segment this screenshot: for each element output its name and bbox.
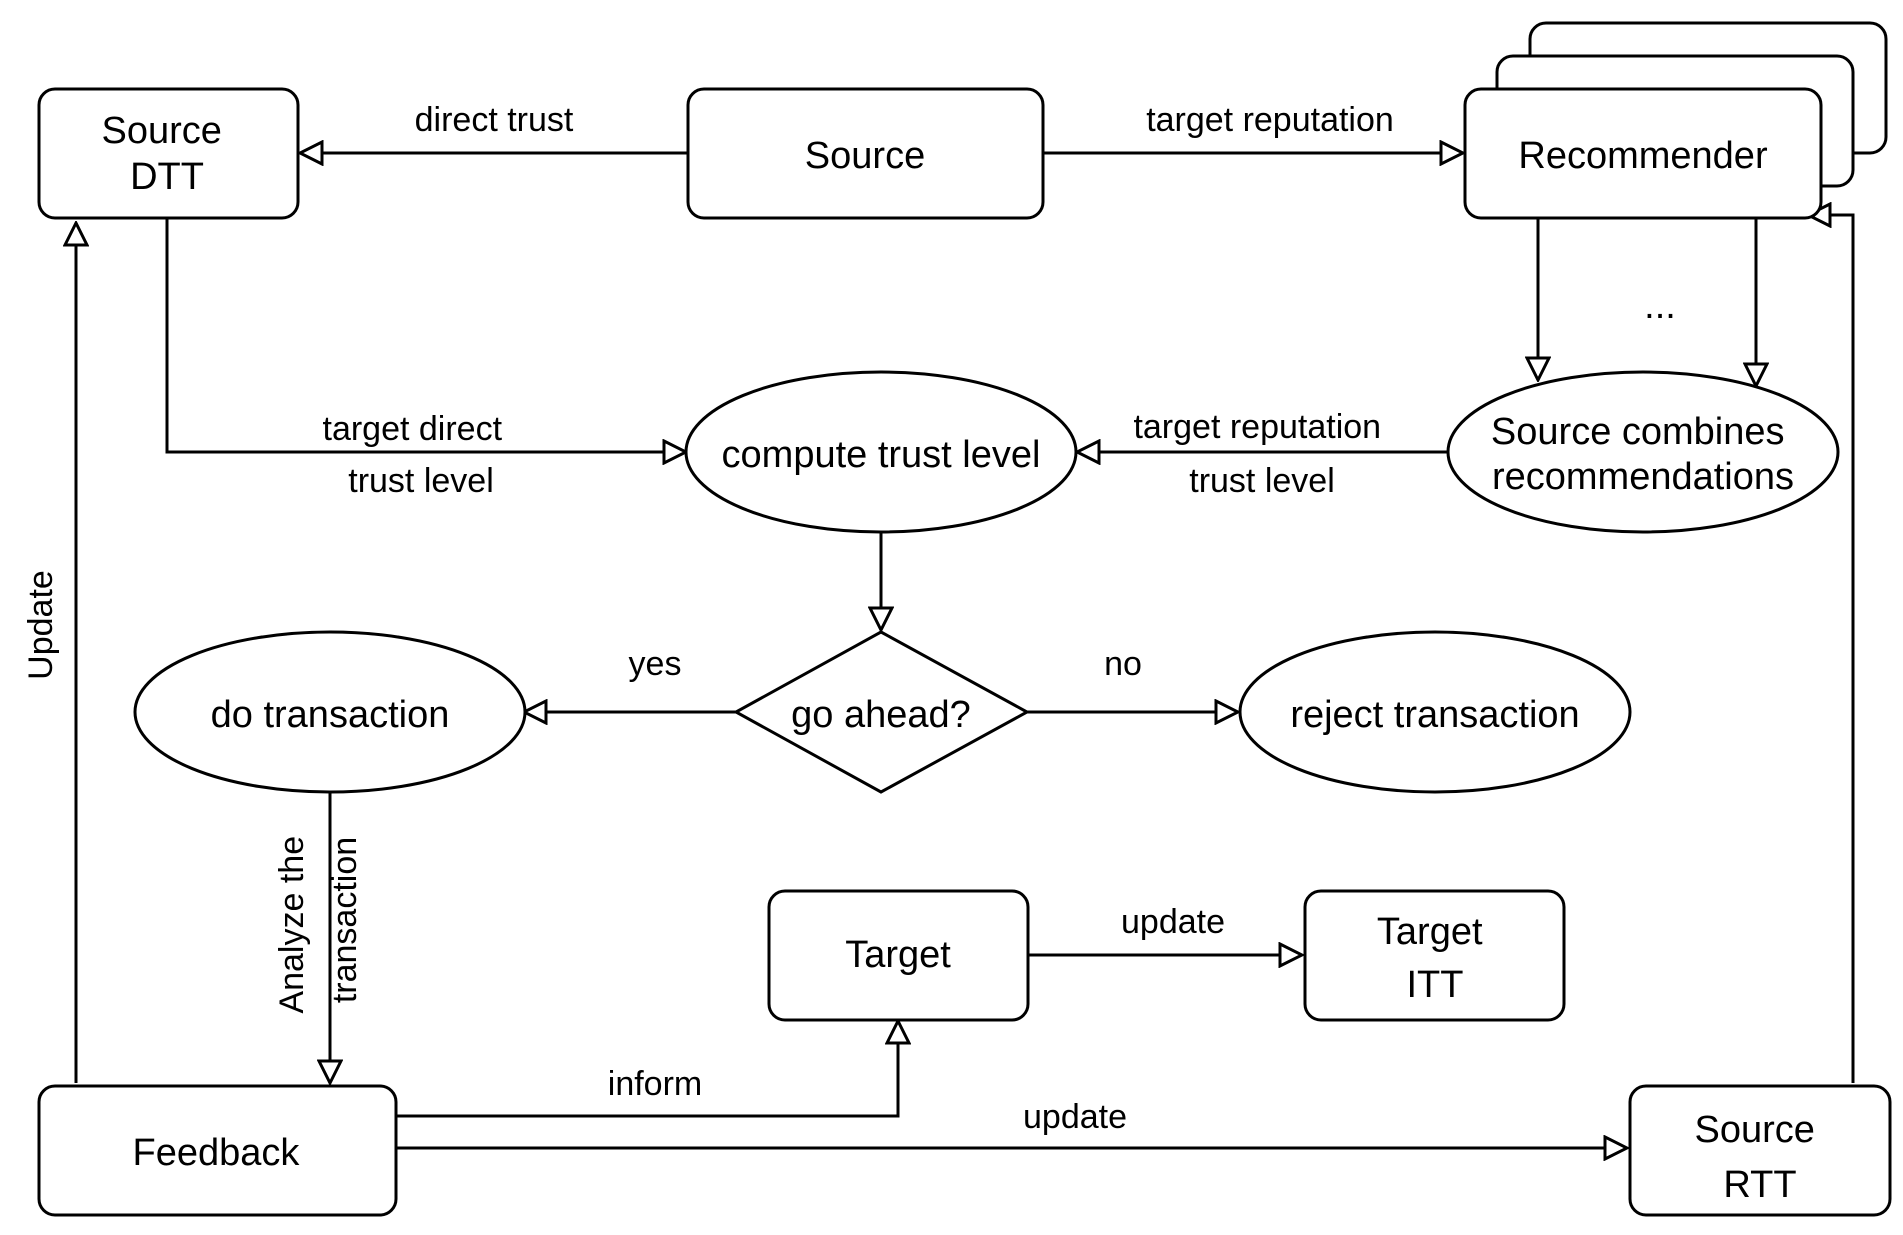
source-rtt-line-2: RTT xyxy=(1723,1164,1796,1206)
source-combines-line-2: recommendations xyxy=(1492,456,1794,498)
compute-trust-level-label: compute trust level xyxy=(722,434,1041,476)
recommender-box xyxy=(1463,87,1823,220)
reject-transaction-node xyxy=(1238,630,1632,794)
analyze-line-1: Analyze the xyxy=(273,836,311,1014)
source-combines-label: Source combines recommendations xyxy=(1491,411,1795,498)
target-reputation-line-2: trust level xyxy=(1189,462,1335,500)
source-dtt-line-2: DTT xyxy=(130,156,204,198)
edge-rtt-to-recommender xyxy=(1808,215,1855,1083)
source-combines-line-1: Source combines xyxy=(1491,411,1785,453)
source-dtt-line-1: Source xyxy=(102,110,222,152)
target-direct-line-1: target direct xyxy=(323,410,503,448)
yes-label: yes xyxy=(629,645,682,683)
source-rtt-line-1: Source xyxy=(1695,1109,1815,1151)
target-itt-line-1: Target xyxy=(1377,911,1483,953)
go-ahead-label: go ahead? xyxy=(791,694,971,736)
target-itt-label: Target ITT xyxy=(1377,911,1493,1006)
feedback-label: Feedback xyxy=(133,1132,301,1174)
compute-trust-level-node xyxy=(684,370,1078,534)
feedback-box xyxy=(37,1084,398,1217)
inform-label: inform xyxy=(608,1065,702,1103)
target-itt-line-2: ITT xyxy=(1407,964,1464,1006)
target-label: Target xyxy=(845,934,951,976)
direct-trust-label: direct trust xyxy=(415,101,574,139)
source-rtt-box xyxy=(1628,1084,1892,1217)
target-itt-box xyxy=(1303,889,1566,1022)
go-ahead-decision xyxy=(732,630,1031,794)
update-rtt-label: update xyxy=(1023,1098,1127,1136)
analyze-transaction-label: Analyze the transaction xyxy=(273,826,364,1013)
target-reputation-trust-level-label: target reputation trust level xyxy=(1133,408,1390,500)
edge-inform xyxy=(396,1021,898,1118)
update-itt-label: update xyxy=(1121,903,1225,941)
target-direct-line-2: trust level xyxy=(348,462,494,500)
target-reputation-line-1: target reputation xyxy=(1133,408,1381,446)
analyze-line-2: transaction xyxy=(326,837,364,1003)
source-dtt-box xyxy=(37,87,300,220)
source-combines-node xyxy=(1446,370,1840,534)
source-dtt-label: Source DTT xyxy=(102,110,233,198)
do-transaction-label: do transaction xyxy=(211,694,450,736)
do-transaction-node xyxy=(133,630,527,794)
reject-transaction-label: reject transaction xyxy=(1290,694,1579,736)
edge-target-direct-trust-level xyxy=(165,218,686,452)
source-label: Source xyxy=(805,135,925,177)
no-label: no xyxy=(1104,645,1142,683)
update-dtt-label: Update xyxy=(22,570,60,680)
target-direct-trust-level-label: target direct trust level xyxy=(323,410,512,500)
source-box xyxy=(686,87,1045,220)
recommender-ellipsis: ... xyxy=(1644,285,1676,327)
recommender-label: Recommender xyxy=(1518,135,1768,177)
target-box xyxy=(767,889,1030,1022)
target-reputation-label: target reputation xyxy=(1146,101,1394,139)
source-rtt-label: Source RTT xyxy=(1695,1109,1826,1206)
